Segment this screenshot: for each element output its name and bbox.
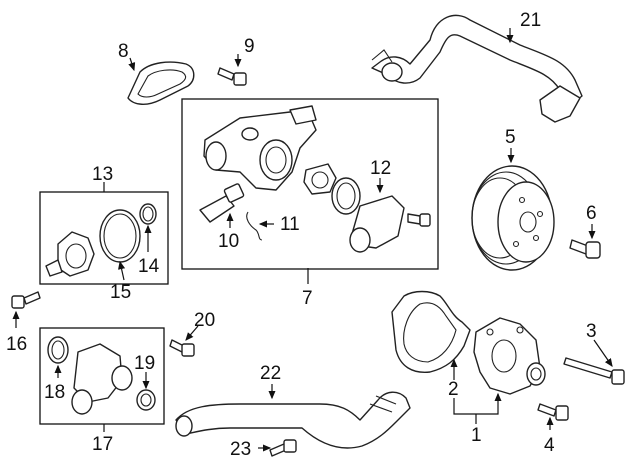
part-7-thermostat-housing (203, 105, 317, 191)
callout-2: 2 (448, 379, 459, 400)
callout-1: 1 (471, 425, 482, 446)
callout-5: 5 (505, 127, 516, 148)
part-2-gasket (391, 290, 471, 373)
callout-13: 13 (92, 164, 113, 185)
part-4-bolt (537, 403, 569, 421)
part-16-bolt (11, 291, 41, 309)
callout-7: 7 (302, 288, 313, 309)
part-12-outlet (349, 195, 431, 253)
callout-12: 12 (370, 158, 391, 179)
callout-18: 18 (44, 382, 65, 403)
callout-23: 23 (230, 439, 251, 460)
callout-14: 14 (138, 256, 160, 277)
callout-21: 21 (520, 10, 541, 31)
part-10-sensor (199, 183, 245, 223)
part-21-hose (371, 14, 583, 123)
part-5-pulley (471, 165, 555, 271)
callout-4: 4 (544, 435, 555, 456)
part-23-bolt (269, 439, 297, 457)
callout-16: 16 (6, 334, 27, 355)
callout-10: 10 (218, 231, 239, 252)
callout-22: 22 (260, 363, 281, 384)
part-17-assembly (47, 336, 156, 415)
group-box-17 (39, 327, 165, 425)
callout-20: 20 (194, 310, 215, 331)
callout-19: 19 (134, 353, 155, 374)
part-20-bolt (169, 339, 195, 357)
part-6-bolt (569, 239, 601, 259)
callout-3: 3 (586, 321, 597, 342)
part-22-hose (175, 391, 411, 449)
callout-11: 11 (280, 214, 300, 235)
callout-17: 17 (92, 434, 113, 455)
leader-lines (12, 28, 613, 452)
water-pump (473, 317, 546, 395)
callout-8: 8 (118, 41, 129, 62)
callout-9: 9 (244, 36, 255, 57)
part-13-assembly (45, 203, 157, 277)
callout-15: 15 (110, 282, 131, 303)
group-box-7 (181, 98, 439, 270)
thermostat (303, 163, 337, 195)
part-3-bolt (563, 357, 625, 385)
part-8-gasket (127, 61, 195, 105)
part-9-bolt (217, 67, 247, 86)
part-11-clip (246, 211, 263, 241)
callout-6: 6 (586, 203, 597, 224)
